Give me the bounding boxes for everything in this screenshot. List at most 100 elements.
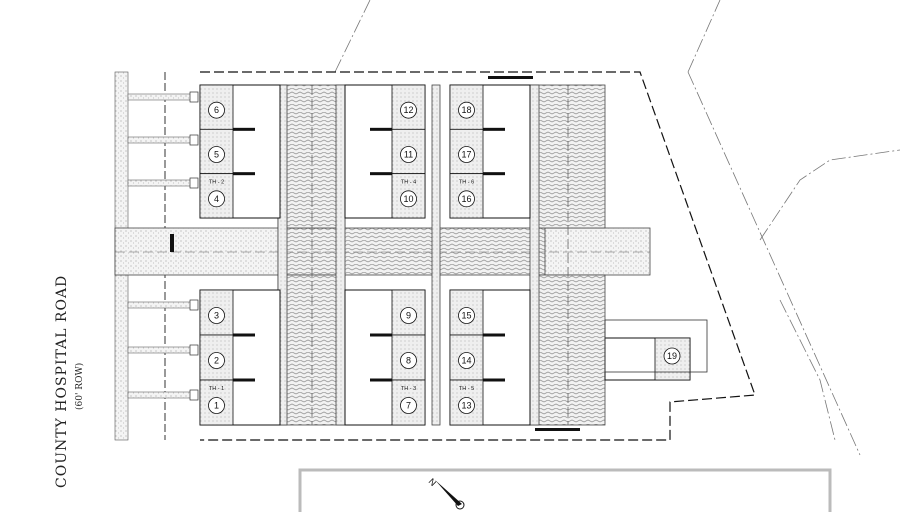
unit-6[interactable]: 6: [199, 84, 234, 130]
unit-3[interactable]: 3: [199, 289, 234, 336]
unit-19[interactable]: 19: [604, 337, 691, 381]
road-row: (60' ROW): [74, 363, 85, 410]
unit-5[interactable]: 5: [199, 128, 234, 175]
unit-7[interactable]: 7 TH - 3: [391, 379, 426, 426]
meter-icon: [189, 134, 199, 146]
party-wall: [370, 378, 392, 382]
unit-number-marker: [208, 352, 225, 369]
townhouse-label: TH - 2: [209, 180, 224, 186]
unit-number: 17: [461, 150, 471, 160]
party-wall: [370, 127, 392, 131]
unit-number: 1: [214, 401, 219, 411]
unit-number-marker: [458, 146, 475, 163]
unit-17[interactable]: 17: [449, 128, 484, 175]
party-wall: [233, 127, 255, 131]
driveway: [127, 93, 196, 101]
unit-number-marker: [400, 146, 417, 163]
unit-number-marker: [663, 347, 681, 365]
unit-number-marker: [458, 101, 475, 119]
unit-11[interactable]: 11: [391, 128, 426, 175]
townhouse-block: 3 2 1 TH - 1: [199, 289, 281, 426]
unit-number-marker: [458, 397, 475, 414]
unit-number: 15: [461, 311, 471, 321]
unit-number-marker: [208, 101, 225, 119]
property-line: [200, 71, 756, 441]
driveways: [127, 91, 199, 401]
party-wall: [233, 378, 255, 382]
party-wall: [483, 127, 505, 131]
unit-number: 11: [404, 150, 413, 160]
unit-number-marker: [458, 352, 475, 369]
unit-14[interactable]: 14: [449, 334, 484, 381]
unit-number: 7: [406, 401, 411, 411]
unit-number: 14: [461, 356, 471, 366]
unit-number: 12: [403, 105, 413, 115]
meter-icon: [189, 389, 199, 401]
context-lines: [334, 0, 900, 456]
unit-number-marker: [400, 352, 417, 369]
adjacent-lot-outline: [298, 468, 832, 512]
unit-2[interactable]: 2: [199, 334, 234, 381]
unit-number: 6: [214, 105, 219, 115]
unit-number-marker: [400, 307, 417, 324]
unit-number-marker: [208, 397, 225, 414]
road-name: COUNTY HOSPITAL ROAD: [54, 275, 70, 488]
driveway: [127, 391, 196, 399]
meter-icon: [189, 177, 199, 189]
drive-aisles: [277, 84, 606, 426]
driveway: [127, 136, 196, 144]
unit-number-marker: [208, 190, 225, 208]
unit-15[interactable]: 15: [449, 289, 484, 336]
townhouse-label: TH - 3: [401, 386, 416, 392]
driveway: [127, 346, 196, 354]
unit-16[interactable]: 16 TH - 6: [449, 173, 484, 219]
svg-text:N: N: [427, 476, 439, 488]
party-wall: [370, 172, 392, 176]
meter-icon: [189, 344, 199, 356]
unit-number: 19: [667, 351, 677, 361]
buildings: 6 5 4TH - 2 12 11 10 TH - 4 18 17 16 TH - 6 3 2 1 TH -…: [199, 84, 691, 426]
unit-number-marker: [400, 101, 417, 119]
townhouse-label: TH - 5: [459, 386, 474, 392]
unit-number: 5: [214, 150, 219, 160]
unit-4[interactable]: 4TH - 2: [199, 173, 234, 219]
unit-number: 13: [461, 401, 471, 411]
townhouse-block: 12 11 10 TH - 4: [344, 84, 426, 219]
building-19-outline: [604, 319, 708, 373]
townhouse-label: TH - 6: [459, 180, 474, 186]
unit-8[interactable]: 8: [391, 334, 426, 381]
unit-9[interactable]: 9: [391, 289, 426, 336]
unit-number-marker: [400, 190, 417, 208]
townhouse-block: 18 17 16 TH - 6: [449, 84, 531, 219]
north-arrow-icon: N: [427, 476, 465, 510]
unit-number: 10: [403, 194, 413, 204]
east-stub: [544, 227, 651, 276]
party-wall: [483, 333, 505, 337]
unit-number-marker: [208, 307, 225, 324]
unit-18[interactable]: 18: [449, 84, 484, 130]
unit-number-marker: [458, 190, 475, 208]
unit-number-marker: [458, 307, 475, 324]
party-wall: [370, 333, 392, 337]
unit-10[interactable]: 10 TH - 4: [391, 173, 426, 219]
driveway: [127, 179, 196, 187]
unit-number-marker: [208, 146, 225, 163]
townhouse-label: TH - 4: [401, 180, 416, 186]
party-wall: [483, 378, 505, 382]
gate: [170, 234, 174, 252]
unit-number: 3: [214, 311, 219, 321]
meter-icon: [189, 299, 199, 311]
meter-icon: [189, 91, 199, 103]
townhouse-label: TH - 1: [209, 386, 224, 392]
townhouse-block: 15 14 13 TH - 5: [449, 289, 531, 426]
unit-number: 16: [461, 194, 471, 204]
unit-number-marker: [400, 397, 417, 414]
party-wall: [483, 172, 505, 176]
unit-12[interactable]: 12: [391, 84, 426, 130]
unit-number: 2: [214, 356, 219, 366]
unit-number: 8: [406, 356, 411, 366]
unit-1[interactable]: 1 TH - 1: [199, 379, 234, 426]
unit-13[interactable]: 13 TH - 5: [449, 379, 484, 426]
